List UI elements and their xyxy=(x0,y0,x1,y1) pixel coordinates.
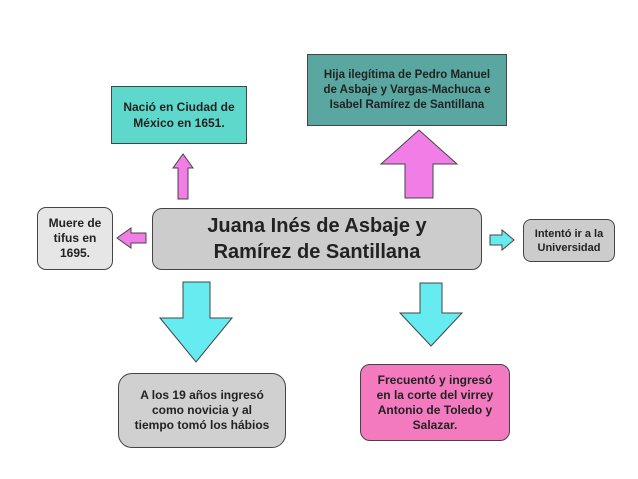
birth-node: Nació en Ciudad de México en 1651. xyxy=(111,86,247,144)
birth-text: Nació en Ciudad de México en 1651. xyxy=(123,100,235,130)
arrow-up-small xyxy=(172,153,194,200)
parents-node: Hija ilegítima de Pedro Manuel de Asbaje… xyxy=(307,54,507,126)
arrow-down-right xyxy=(398,282,464,347)
arrow-left xyxy=(116,227,147,249)
university-text: Intentó ir a la Universidad xyxy=(534,227,604,254)
court-node: Frecuentó y ingresó en la corte del virr… xyxy=(360,364,510,441)
novice-text: A los 19 años ingresó como novicia y al … xyxy=(134,388,270,432)
central-title: Juana Inés de Asbaje y Ramírez de Santil… xyxy=(207,215,427,263)
arrow-up-large xyxy=(379,129,459,199)
arrow-down-left xyxy=(158,281,234,363)
death-node: Muere de tifus en 1695. xyxy=(37,207,113,270)
death-text: Muere de tifus en 1695. xyxy=(48,216,102,260)
central-node: Juana Inés de Asbaje y Ramírez de Santil… xyxy=(152,208,482,270)
court-text: Frecuentó y ingresó en la corte del virr… xyxy=(376,372,494,432)
university-node: Intentó ir a la Universidad xyxy=(523,219,615,262)
arrow-right xyxy=(489,228,515,252)
novice-node: A los 19 años ingresó como novicia y al … xyxy=(118,373,286,448)
parents-text: Hija ilegítima de Pedro Manuel de Asbaje… xyxy=(323,68,491,111)
